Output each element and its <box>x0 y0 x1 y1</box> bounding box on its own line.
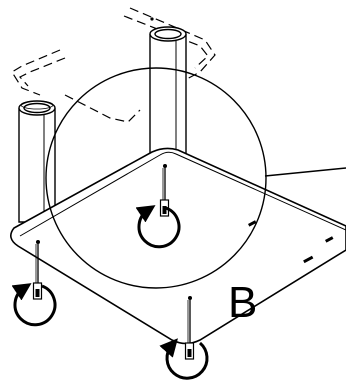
plate-slots <box>247 220 334 264</box>
rotation-arrow-bottom <box>159 338 209 380</box>
screw-left <box>32 240 43 300</box>
detail-circle <box>45 67 267 289</box>
left-leg <box>18 100 56 223</box>
back-leg <box>149 26 187 156</box>
rotation-arrow-center <box>135 205 181 249</box>
rotation-arrow-left <box>11 283 57 327</box>
top-panel-outline <box>11 7 216 123</box>
callout-label: B <box>228 278 257 327</box>
screw-bottom <box>184 296 195 360</box>
screw-center <box>159 164 170 217</box>
leader-line <box>264 167 346 177</box>
base-plate <box>10 147 346 345</box>
